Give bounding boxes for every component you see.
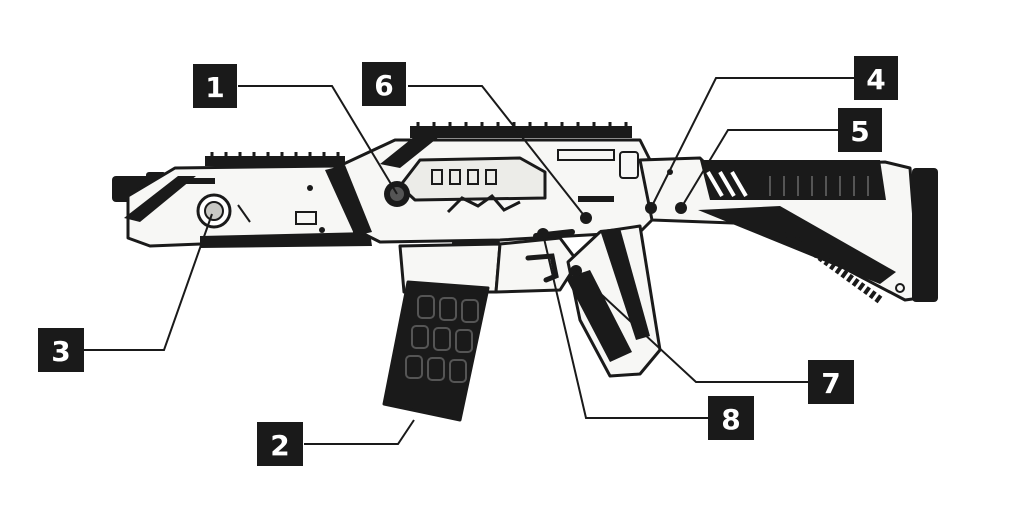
- callout-number-5: 5: [850, 115, 869, 148]
- magazine-assembly: [382, 242, 502, 422]
- leader-6: [408, 85, 587, 219]
- callout-8: 8: [708, 396, 754, 440]
- stock: [638, 156, 938, 304]
- blaster-illustration: [112, 122, 938, 422]
- top-rails: [205, 122, 632, 166]
- leader-7: [575, 270, 808, 383]
- callout-3: 3: [38, 328, 84, 372]
- callout-5: 5: [838, 108, 882, 152]
- leader-2: [304, 419, 415, 445]
- callout-number-6: 6: [374, 69, 393, 102]
- leader-8: [542, 233, 708, 419]
- callout-number-2: 2: [270, 429, 289, 462]
- leader-1: [238, 85, 398, 195]
- leader-lines: [84, 77, 856, 445]
- leader-4: [650, 77, 856, 209]
- magazine-pattern: [405, 295, 479, 383]
- leader-5: [680, 129, 838, 209]
- callout-number-4: 4: [866, 63, 885, 96]
- callout-number-8: 8: [721, 403, 740, 436]
- callout-number-7: 7: [821, 367, 840, 400]
- callout-6: 6: [362, 62, 406, 106]
- callout-2: 2: [257, 422, 303, 466]
- callout-number-3: 3: [51, 335, 70, 368]
- callout-7: 7: [808, 360, 854, 404]
- callout-1: 1: [193, 64, 237, 108]
- pistol-grip: [566, 224, 662, 378]
- leader-3: [84, 213, 213, 351]
- callout-4: 4: [854, 56, 898, 100]
- callout-number-1: 1: [205, 71, 224, 104]
- front-light-icon: [196, 193, 232, 229]
- stock-ribs: [769, 176, 869, 196]
